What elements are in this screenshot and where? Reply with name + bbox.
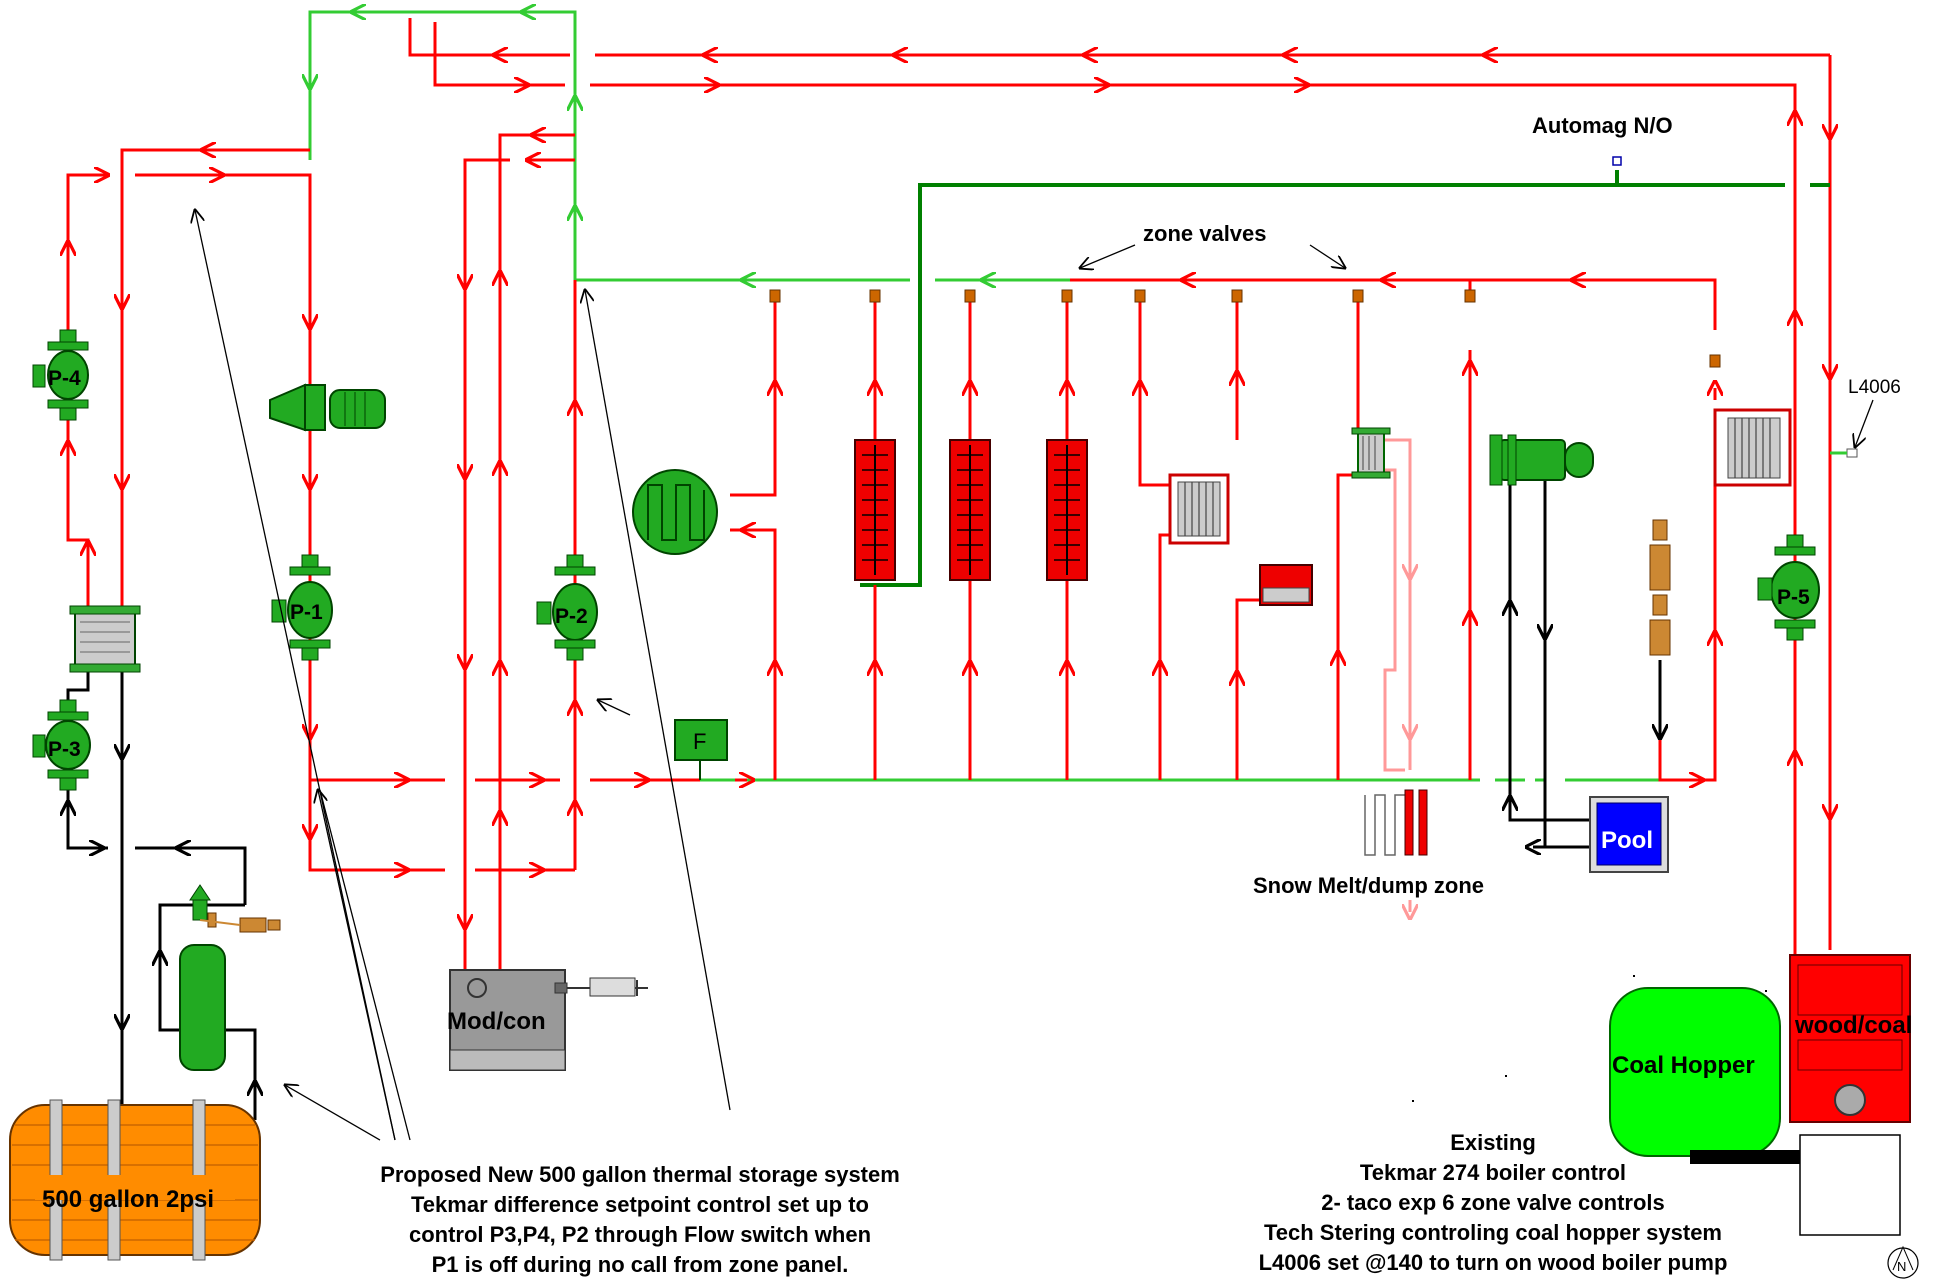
label-coal-hopper: Coal Hopper [1612,1052,1755,1079]
pump-p1 [271,554,333,661]
label-pump-p3: P-3 [48,738,81,761]
green-return-top [310,12,1070,280]
wood-coal-boiler [1789,954,1911,1236]
pump-p2 [536,554,598,661]
label-modcon: Mod/con [447,1008,546,1035]
zone-supply-header [1070,280,1717,330]
label-pump-p5: P-5 [1777,586,1810,609]
snow-melt-manifold [1364,789,1428,856]
storage-plate-heat-exchanger [69,605,141,673]
pump-p3 [32,699,91,791]
top-supply-mains [408,18,1830,980]
pump-p5 [1757,534,1820,641]
label-pump-p1: P-1 [290,601,323,624]
left-loops [68,135,747,970]
label-flow-switch: F [693,729,706,754]
l4006-aquastat [1830,448,1858,458]
proposed-note-line: control P3,P4, P2 through Flow switch wh… [409,1222,871,1247]
flow-switch [674,719,728,780]
label-north: N [1897,1259,1906,1274]
label-wood-coal: wood/coal [1794,1012,1912,1039]
annotation-leaders [195,210,1874,1141]
zone-branches [730,280,1715,912]
expansion-tank [179,884,281,1071]
boiler-plate-heat-exchanger [1713,408,1792,487]
label-pool: Pool [1601,827,1653,854]
zone-valves [769,289,1721,368]
proposed-note-line: Proposed New 500 gallon thermal storage … [380,1162,900,1187]
snow-melt-heat-exchanger [1351,427,1391,479]
label-storage-tank: 500 gallon 2psi [42,1186,214,1213]
baseboard-radiators [854,439,1088,581]
north-arrow [1887,1245,1919,1279]
proposed-note-line: Tekmar difference setpoint control set u… [411,1192,869,1217]
existing-note-line: Tekmar 274 boiler control [1360,1160,1626,1185]
label-pump-p2: P-2 [555,605,588,628]
fill-valve-assembly [1649,519,1671,656]
existing-note-line: Tech Stering controling coal hopper syst… [1264,1220,1722,1245]
label-l4006: L4006 [1848,377,1901,398]
proposed-note: Proposed New 500 gallon thermal storage … [380,1162,900,1277]
modcon-boiler [449,969,648,1071]
air-handler-coil [1168,473,1230,545]
circulator-motor [269,383,386,432]
pool [1589,796,1669,873]
label-automag: Automag N/O [1532,113,1673,138]
label-zone-valves: zone valves [1143,221,1267,246]
stray-dots [1412,975,1767,1102]
existing-note: Existing Tekmar 274 boiler control 2- ta… [1259,1130,1728,1275]
label-snow-melt: Snow Melt/dump zone [1253,873,1484,898]
existing-note-line: Existing [1450,1130,1536,1155]
proposed-note-line: P1 is off during no call from zone panel… [432,1252,849,1277]
kick-space-heater [1259,564,1313,606]
pump-p4 [32,329,89,421]
automag-control-wire [860,156,1830,587]
label-pump-p4: P-4 [48,367,81,390]
existing-note-line: 2- taco exp 6 zone valve controls [1321,1190,1665,1215]
radiant-floor-panel [632,469,718,555]
storage-loop [68,665,255,1120]
existing-note-line: L4006 set @140 to turn on wood boiler pu… [1259,1250,1728,1275]
thermal-storage-tank [9,1099,261,1261]
automag-valve-icon [1612,156,1622,166]
pool-heat-exchanger [1489,434,1594,486]
